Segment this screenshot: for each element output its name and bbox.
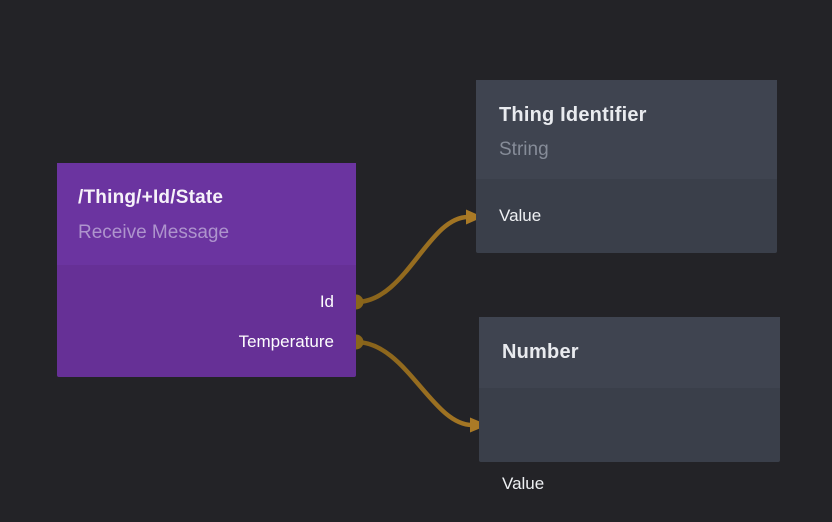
output-label-id: Id [319,292,334,311]
node-number[interactable]: Number Value [479,317,780,493]
node-subtitle: Receive Message [78,222,230,243]
node-body: Value [479,388,780,493]
wire-id-to-thing-identifier-value[interactable] [353,214,471,305]
node-header: Number [479,317,780,388]
input-label-value: Value [502,474,545,493]
node-title: Number [502,341,579,363]
node-body: Id Temperature [57,265,356,377]
node-header: Thing Identifier String [476,80,777,179]
wire-arrowhead-icon [466,209,483,225]
node-body: Value [476,179,777,253]
node-subtitle: String [499,139,549,160]
node-title: /Thing/+Id/State [78,187,224,208]
node-receive-message[interactable]: /Thing/+Id/State Receive Message Id Temp… [57,163,356,377]
node-thing-identifier[interactable]: Thing Identifier String Value [476,80,777,253]
node-header: /Thing/+Id/State Receive Message [57,163,356,265]
input-label-value: Value [499,206,542,225]
node-title: Thing Identifier [499,104,647,126]
wire-temperature-to-number-value[interactable] [353,339,475,428]
output-label-temperature: Temperature [238,332,334,351]
